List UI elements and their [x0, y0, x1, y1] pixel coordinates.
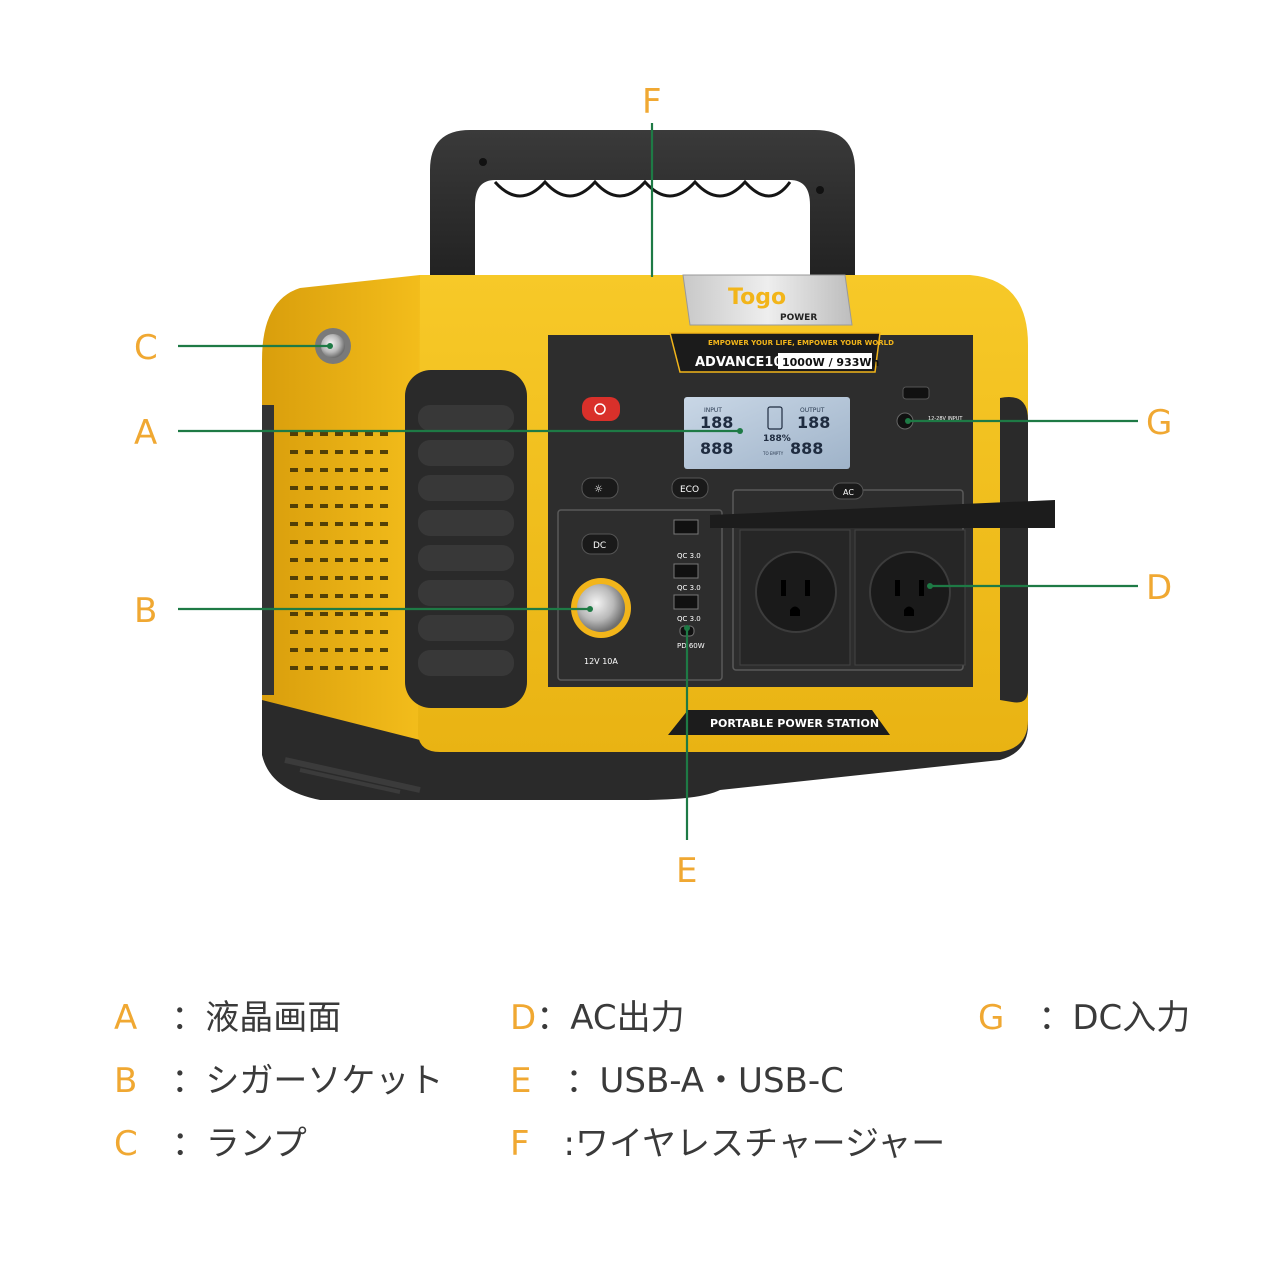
- callout-f: F: [642, 82, 662, 122]
- left-side-panel: [262, 275, 420, 740]
- carry-handle: [430, 130, 855, 300]
- pd-label: PD 60W: [677, 642, 705, 650]
- lcd-input-digits2: 888: [700, 439, 733, 458]
- ac-outlet[interactable]: [755, 551, 837, 633]
- callout-g: G: [1146, 403, 1172, 443]
- lcd-output-digits2: 888: [790, 439, 823, 458]
- callout-c: C: [134, 328, 158, 368]
- eco-button[interactable]: [671, 477, 709, 499]
- qc-label: QC 3.0: [677, 584, 701, 592]
- callout-a: A: [134, 413, 157, 453]
- callout-b: B: [134, 591, 157, 631]
- lcd-input-digits: 188: [700, 413, 733, 432]
- callout-e: E: [676, 851, 697, 891]
- footer-badge: PORTABLE POWER STATION: [668, 710, 890, 735]
- usb-ports: QC 3.0 QC 3.0 QC 3.0 PD 60W: [673, 519, 705, 650]
- dc-input-label: 12-28V INPUT: [928, 416, 963, 422]
- dc-button[interactable]: [581, 533, 619, 555]
- callout-letters: F C A B D G E: [134, 82, 1172, 891]
- power-button[interactable]: [582, 397, 620, 421]
- model-spec: 1000W / 933Wh: [782, 356, 879, 369]
- power-icon: [594, 403, 606, 415]
- footer-badge-text: PORTABLE POWER STATION: [710, 717, 879, 730]
- leader-lines: [178, 123, 1138, 840]
- ac-label: AC: [843, 488, 854, 497]
- model-name: ADVANCE1000: [695, 355, 801, 370]
- ac-button[interactable]: [832, 482, 864, 500]
- brand-sub: POWER: [780, 313, 817, 323]
- lamp-button[interactable]: [581, 477, 619, 499]
- socket-label: 12V 10A: [584, 657, 618, 666]
- lcd-output-label: OUTPUT: [800, 407, 825, 414]
- usb-port[interactable]: [673, 519, 699, 535]
- ac-outlet[interactable]: [869, 551, 951, 633]
- lcd-input-label: INPUT: [704, 407, 722, 414]
- lcd-output-digits: 188: [797, 413, 830, 432]
- callout-d: D: [1146, 568, 1172, 608]
- lcd-screen: INPUT OUTPUT 188 188 888 888 188% TO EMP…: [684, 397, 850, 469]
- lcd-to-empty: TO EMPTY: [762, 451, 784, 456]
- control-panel: EMPOWER YOUR LIFE, EMPOWER YOUR WORLD AD…: [548, 332, 1055, 687]
- dc-label: DC: [593, 541, 606, 551]
- qc-label: QC 3.0: [677, 615, 701, 623]
- lcd-percent: 188%: [763, 434, 791, 444]
- bulb-icon: ☼: [594, 484, 603, 495]
- eco-label: ECO: [680, 485, 699, 495]
- usb-port[interactable]: [673, 594, 699, 610]
- usb-port[interactable]: [673, 563, 699, 579]
- slogan: EMPOWER YOUR LIFE, EMPOWER YOUR WORLD: [708, 339, 894, 347]
- qc-label: QC 3.0: [677, 552, 701, 560]
- battery-icon: [767, 406, 783, 430]
- wireless-charger-plate: Togo POWER: [682, 274, 853, 326]
- brand-logo: Togo: [728, 285, 786, 310]
